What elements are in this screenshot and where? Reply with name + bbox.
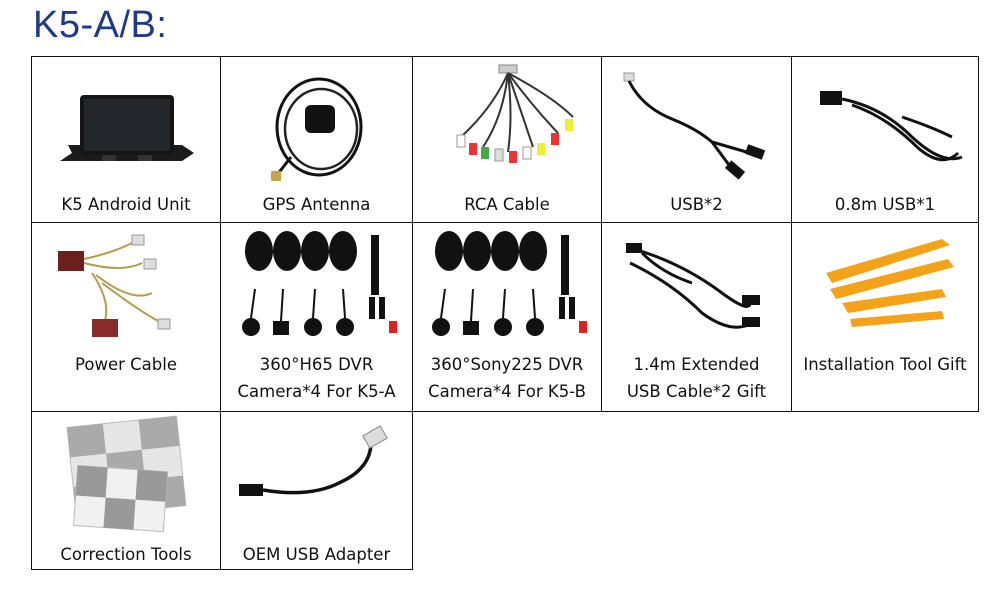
item-label: Camera*4 For K5-B — [428, 382, 586, 401]
item-label: RCA Cable — [464, 195, 550, 214]
pry-tools-icon — [826, 239, 954, 327]
item-rca-cable: RCA Cable — [412, 56, 602, 223]
item-usb: USB*2 — [601, 56, 792, 223]
item-label: GPS Antenna — [262, 195, 371, 214]
calibration-cloth-icon — [66, 415, 187, 533]
rca-cable-icon — [456, 64, 574, 163]
item-label: Power Cable — [75, 355, 177, 374]
item-h65-camera: 360°H65 DVR Camera*4 For K5-A — [220, 222, 413, 412]
usb-adapter-icon — [239, 425, 388, 496]
item-correction-tools: Correction Tools — [31, 411, 221, 570]
power-harness-icon — [58, 234, 171, 337]
item-label: 360°Sony225 DVR — [430, 355, 584, 374]
gps-antenna-icon — [271, 77, 363, 181]
usb-cable-icon — [623, 72, 766, 180]
item-label: 360°H65 DVR — [259, 355, 374, 374]
item-label: USB*2 — [670, 195, 723, 214]
item-label: Camera*4 For K5-A — [237, 382, 396, 401]
item-android-unit: K5 Android Unit — [31, 56, 221, 223]
android-unit-icon — [60, 95, 194, 161]
item-label: 1.4m Extended — [633, 355, 760, 374]
item-usb-extension: 1.4m Extended USB Cable*2 Gift — [601, 222, 792, 412]
page-title: K5-A/B: — [33, 4, 168, 46]
item-gps-antenna: GPS Antenna — [220, 56, 413, 223]
item-usb-08m: 0.8m USB*1 — [791, 56, 979, 223]
item-sony-camera: 360°Sony225 DVR Camera*4 For K5-B — [412, 222, 602, 412]
camera-kit-icon — [242, 231, 397, 336]
item-label: USB Cable*2 Gift — [626, 382, 767, 401]
item-label: OEM USB Adapter — [242, 545, 391, 564]
item-label: Installation Tool Gift — [803, 355, 967, 374]
item-label: 0.8m USB*1 — [834, 195, 936, 214]
item-power-cable: Power Cable — [31, 222, 221, 412]
item-oem-usb-adapter: OEM USB Adapter — [220, 411, 413, 570]
item-label: K5 Android Unit — [61, 195, 191, 214]
grid-row: K5 Android Unit GPS Antenna — [31, 56, 979, 223]
item-installation-tools: Installation Tool Gift — [791, 222, 979, 412]
camera-kit-icon — [432, 231, 587, 336]
grid-row: Correction Tools OEM USB Adapter — [31, 411, 413, 570]
grid-row: Power Cable 360°H65 DVR Ca — [31, 222, 979, 412]
usb-extension-icon — [626, 243, 760, 329]
usb-cable-coiled-icon — [820, 91, 963, 162]
item-label: Correction Tools — [60, 545, 192, 564]
